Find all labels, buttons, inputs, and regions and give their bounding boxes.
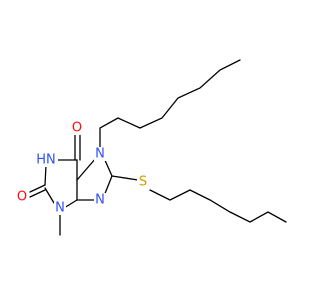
atom-hn: HN — [34, 153, 58, 168]
atom-labels: O HN N O N N S — [16, 121, 149, 216]
atom-n7: N — [94, 147, 106, 162]
atom-n9: N — [94, 193, 106, 208]
bond-n3-c4 — [63, 199, 78, 209]
molecule-structure-diagram: O HN N O N N S — [16, 59, 287, 236]
bond-n1-c2 — [44, 164, 47, 186]
bond-c2-o-b — [29, 189, 46, 198]
bond-c2-o-a — [29, 184, 46, 193]
bonds — [29, 59, 287, 236]
atom-sulfur: S — [137, 175, 149, 190]
atom-label-s: S — [139, 175, 147, 190]
atom-label-o-top: O — [72, 121, 82, 136]
bond-c8-n9 — [103, 175, 113, 197]
atom-label-n3: N — [55, 201, 65, 216]
chain-s-octyl — [149, 189, 287, 223]
bond-c2-n3 — [44, 187, 55, 204]
atom-oxygen-top: O — [71, 121, 83, 136]
atom-label-n9: N — [95, 193, 105, 208]
atom-oxygen-left: O — [16, 190, 28, 205]
chain-n7-octyl — [99, 59, 241, 151]
atom-n3: N — [54, 201, 66, 216]
atom-label-n7: N — [95, 147, 105, 162]
atom-label-o-left: O — [17, 190, 27, 205]
bond-c5-n7 — [76, 157, 97, 181]
atom-label-hn: HN — [36, 153, 56, 168]
bond-c8-s — [111, 175, 139, 181]
